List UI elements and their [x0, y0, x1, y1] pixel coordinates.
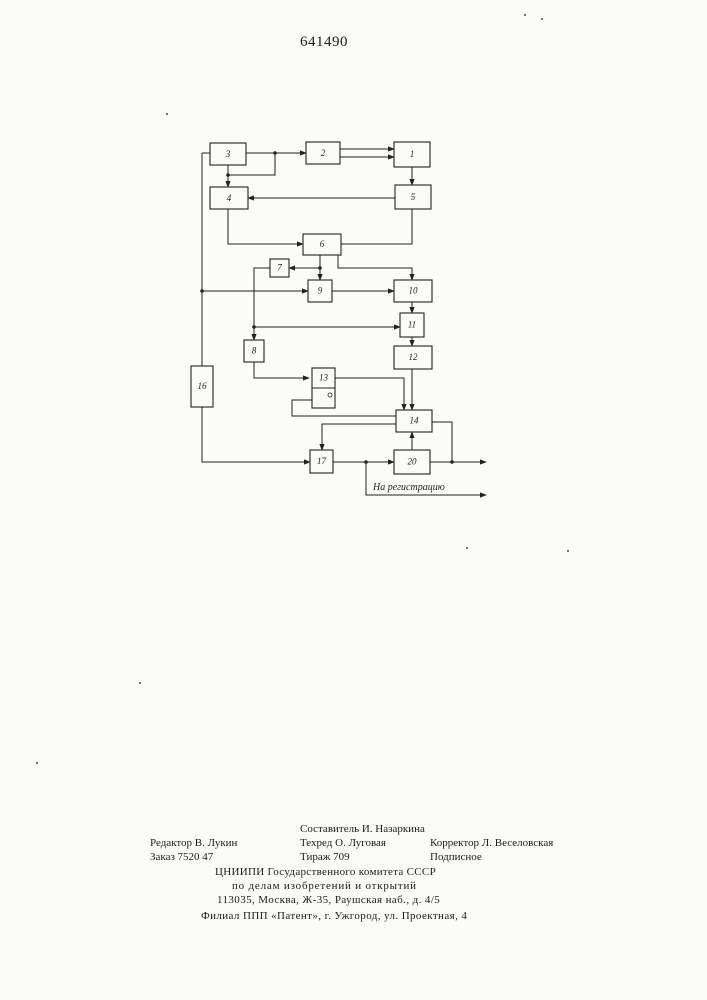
- block-13: 13: [312, 368, 335, 408]
- block-2: 2: [306, 142, 340, 164]
- svg-text:5: 5: [411, 192, 416, 202]
- svg-text:2: 2: [321, 148, 326, 158]
- scan-speck: [139, 682, 141, 684]
- svg-text:3: 3: [225, 149, 231, 159]
- subscription: Подписное: [430, 851, 482, 863]
- block-11: 11: [400, 313, 424, 337]
- address: 113035, Москва, Ж-35, Раушская наб., д. …: [217, 894, 440, 906]
- block-4: 4: [210, 187, 248, 209]
- svg-text:13: 13: [319, 373, 329, 383]
- block-10: 10: [394, 280, 432, 302]
- block-6: 6: [303, 234, 341, 255]
- svg-text:12: 12: [409, 352, 419, 362]
- editor: Редактор В. Лукин: [150, 837, 237, 849]
- svg-text:8: 8: [252, 346, 257, 356]
- organization-line-1: ЦНИИПИ Государственного комитета СССР: [215, 866, 436, 878]
- svg-text:4: 4: [227, 193, 232, 203]
- svg-text:1: 1: [410, 149, 415, 159]
- corrector: Корректор Л. Веселовская: [430, 837, 553, 849]
- block-8: 8: [244, 340, 264, 362]
- block-7: 7: [270, 259, 289, 277]
- svg-text:11: 11: [408, 320, 416, 330]
- block-14: 14: [396, 410, 432, 432]
- svg-text:16: 16: [198, 381, 208, 391]
- order-number: Заказ 7520 47: [150, 851, 213, 863]
- circulation: Тираж 709: [300, 851, 350, 863]
- block-20: 20: [394, 450, 430, 474]
- tech-editor: Техред О. Луговая: [300, 837, 386, 849]
- block-16: 16: [191, 366, 213, 407]
- svg-text:10: 10: [409, 286, 419, 296]
- block-9: 9: [308, 280, 332, 302]
- scan-speck: [567, 550, 569, 552]
- block-5: 5: [395, 185, 431, 209]
- registration-output-label: На регистрацию: [372, 482, 445, 493]
- svg-text:6: 6: [320, 239, 325, 249]
- svg-text:9: 9: [318, 286, 323, 296]
- branch: Филиал ППП «Патент», г. Ужгород, ул. Про…: [201, 910, 467, 922]
- block-12: 11 12: [394, 346, 432, 369]
- scan-speck: [524, 14, 526, 16]
- block-1: 1: [394, 142, 430, 167]
- scan-speck: [541, 18, 543, 20]
- svg-text:17: 17: [317, 456, 327, 466]
- block-17: 17: [310, 450, 333, 473]
- scan-speck: [466, 547, 468, 549]
- svg-text:7: 7: [277, 263, 282, 273]
- svg-text:20: 20: [408, 457, 418, 467]
- compiler: Составитель И. Назаркина: [300, 823, 425, 835]
- block-3: 3: [210, 143, 246, 165]
- organization-line-2: по делам изобретений и открытий: [232, 880, 417, 892]
- svg-text:14: 14: [410, 416, 420, 426]
- scan-speck: [166, 113, 168, 115]
- scan-speck: [36, 762, 38, 764]
